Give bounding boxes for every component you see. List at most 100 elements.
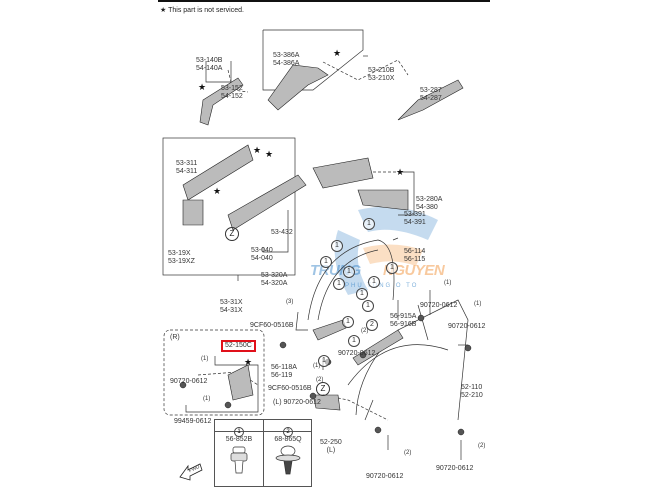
qty-9cf60-bot: (1) (313, 363, 321, 369)
bolt-90720-shape (374, 426, 382, 434)
clip-part-number: 56-852B (225, 436, 253, 443)
parts-diagram-page: ★ This part is not serviced. TRUNG NGUYE… (158, 0, 490, 487)
bolt-90720-shape (179, 381, 187, 389)
clip-legend-column: 2 68-865Q (263, 420, 312, 486)
part-53-140-shape (199, 77, 244, 126)
callout-1: 1 (386, 262, 398, 274)
callout-z: Z (316, 382, 330, 396)
forward-arrow-icon (179, 463, 203, 481)
label-90720-0612-r: 90720-0612 (170, 378, 208, 385)
bolt-90720-shape (457, 428, 465, 436)
star-icon: ★ (160, 7, 167, 14)
bolt-90720-shape (279, 341, 287, 349)
callout-1: 1 (362, 300, 374, 312)
star-icon: ★ (213, 186, 222, 196)
part-53-19x-shape (182, 199, 204, 226)
bolt-90720-shape (359, 351, 367, 359)
bolt-99459-shape (224, 401, 232, 409)
not-serviced-note-text: This part is not serviced. (168, 7, 244, 14)
qty-90720-c: (2) (361, 328, 369, 334)
label-99459-0612-r: 99459-0612 (174, 418, 212, 425)
qty-90720-d: (2) (404, 450, 412, 456)
callout-z: Z (225, 227, 239, 241)
qty-90720-l: (2) (316, 377, 324, 383)
inner-fender-liner-outline (307, 239, 395, 321)
watermark-subtitle: PHỤ TÙNG Ô TÔ (345, 283, 419, 289)
callout-1: 1 (348, 335, 360, 347)
star-icon: ★ (265, 149, 274, 159)
push-clip-icon (230, 446, 248, 474)
label-90720-0612-b: 90720-0612 (448, 323, 486, 330)
part-53-287-shape (397, 79, 464, 121)
clip-index: 2 (283, 427, 293, 437)
star-icon: ★ (198, 82, 207, 92)
label-90720-0612-e: 90720-0612 (436, 465, 474, 472)
part-52-150c-shape (227, 364, 254, 401)
qty-90720-r: (1) (201, 356, 209, 362)
callout-1: 1 (368, 276, 380, 288)
part-56-118-shape (312, 319, 347, 341)
fir-tree-clip-icon (275, 445, 301, 475)
qty-90720-e: (2) (478, 443, 486, 449)
label-90720-0612-d: 90720-0612 (366, 473, 404, 480)
part-53-280-shape (312, 157, 374, 189)
clip-part-number: 68-865Q (274, 436, 302, 443)
star-icon: ★ (396, 167, 405, 177)
star-icon: ★ (333, 48, 342, 58)
clip-legend-column: 1 56-852B (215, 420, 263, 486)
label-90720-0612-l: (L) 90720-0612 (273, 399, 321, 406)
exploded-view-lineart (162, 29, 472, 481)
callout-1: 1 (333, 278, 345, 290)
label-90720-0612-a: 90720-0612 (420, 302, 458, 309)
callout-1: 1 (318, 355, 330, 367)
bolt-90720-shape (464, 344, 472, 352)
bolt-90720-shape (309, 392, 317, 400)
watermark-brand-right: NGUYEN (383, 262, 445, 279)
part-53-320-shape (227, 174, 307, 231)
label-right-side: (R) (170, 334, 180, 341)
part-53-210-shape (267, 64, 329, 111)
label-52-250: 52-250(L) (320, 439, 342, 454)
callout-1: 1 (342, 316, 354, 328)
callout-1: 1 (343, 266, 355, 278)
front-fender-outline (355, 299, 469, 421)
part-52-250-shape (312, 394, 341, 411)
star-icon: ★ (244, 357, 253, 367)
qty-90720-a: (1) (444, 280, 452, 286)
highlighted-part-52-150c[interactable]: 52-150C (221, 340, 256, 352)
clip-index: 1 (234, 427, 244, 437)
qty-9cf60-top: (3) (286, 299, 294, 305)
callout-1: 1 (363, 218, 375, 230)
label-9cf60-0516b-bot: 9CF60-0516B (268, 385, 312, 392)
label-90720-0612-c: 90720-0612 (338, 350, 376, 357)
callout-1: 1 (356, 288, 368, 300)
group-outline-53-31x (162, 137, 296, 276)
top-rule (158, 0, 490, 2)
qty-90720-b: (1) (474, 301, 482, 307)
callout-2: 2 (366, 319, 378, 331)
part-53-311-shape (182, 144, 254, 201)
clip-legend-table: 1 56-852B 2 68-865Q (214, 419, 312, 487)
not-serviced-note: ★ This part is not serviced. (160, 6, 244, 14)
callout-1: 1 (331, 240, 343, 252)
bolt-90720-shape (417, 314, 425, 322)
callout-1: 1 (320, 256, 332, 268)
part-53-391-shape (357, 189, 409, 211)
label-53-432: 53-432 (271, 229, 293, 236)
label-9cf60-0516b-top: 9CF60-0516B (250, 322, 294, 329)
qty-99459-r: (1) (203, 396, 211, 402)
